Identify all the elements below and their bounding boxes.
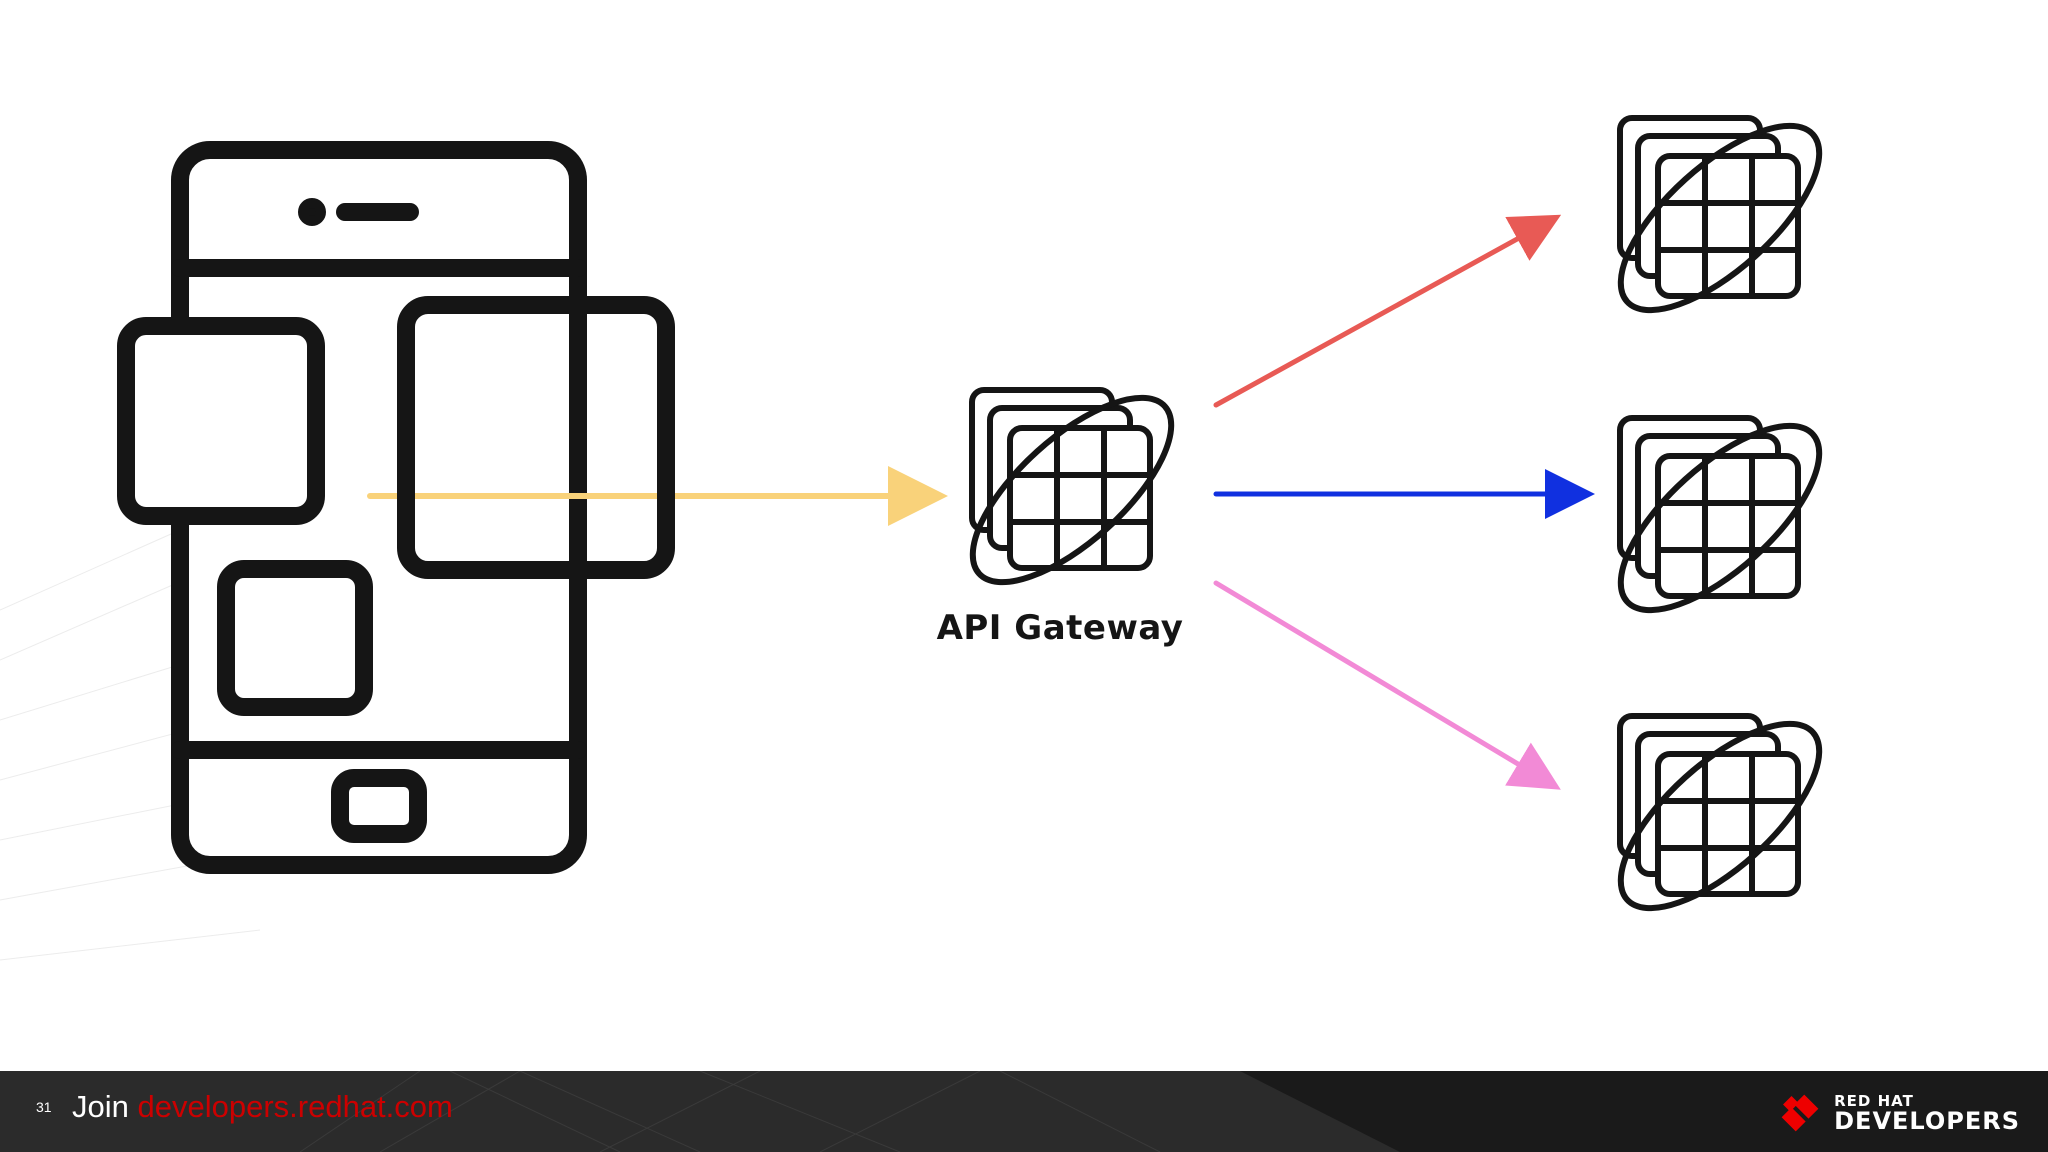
footer-texture [299, 1071, 2048, 1152]
brand-bottom-text: DEVELOPERS [1834, 1106, 2020, 1135]
background-texture [0, 529, 301, 961]
service-icon [1592, 694, 1847, 939]
mobile-phone-icon [117, 141, 587, 874]
footer-join-text: Join developers.redhat.com [72, 1089, 453, 1125]
service-icon [1592, 396, 1847, 641]
red-hat-logo-icon [1781, 1094, 1819, 1132]
brand-logo: RED HAT DEVELOPERS [1776, 1087, 2020, 1139]
arrow-gateway-to-service-1 [1213, 214, 1562, 408]
api-gateway-icon [944, 368, 1199, 613]
slide-number: 31 [36, 1099, 52, 1115]
footer-bar: 31 Join developers.redhat.com RED HAT DE… [0, 1071, 2048, 1152]
brand-top-text: RED HAT [1834, 1091, 1914, 1110]
gateway-label: API Gateway [936, 608, 1184, 648]
arrow-gateway-to-service-3 [1213, 580, 1561, 790]
phone-card-large [397, 296, 675, 579]
service-icon [1592, 96, 1847, 341]
footer-link[interactable]: developers.redhat.com [137, 1089, 453, 1124]
footer-join-label: Join [72, 1089, 129, 1124]
